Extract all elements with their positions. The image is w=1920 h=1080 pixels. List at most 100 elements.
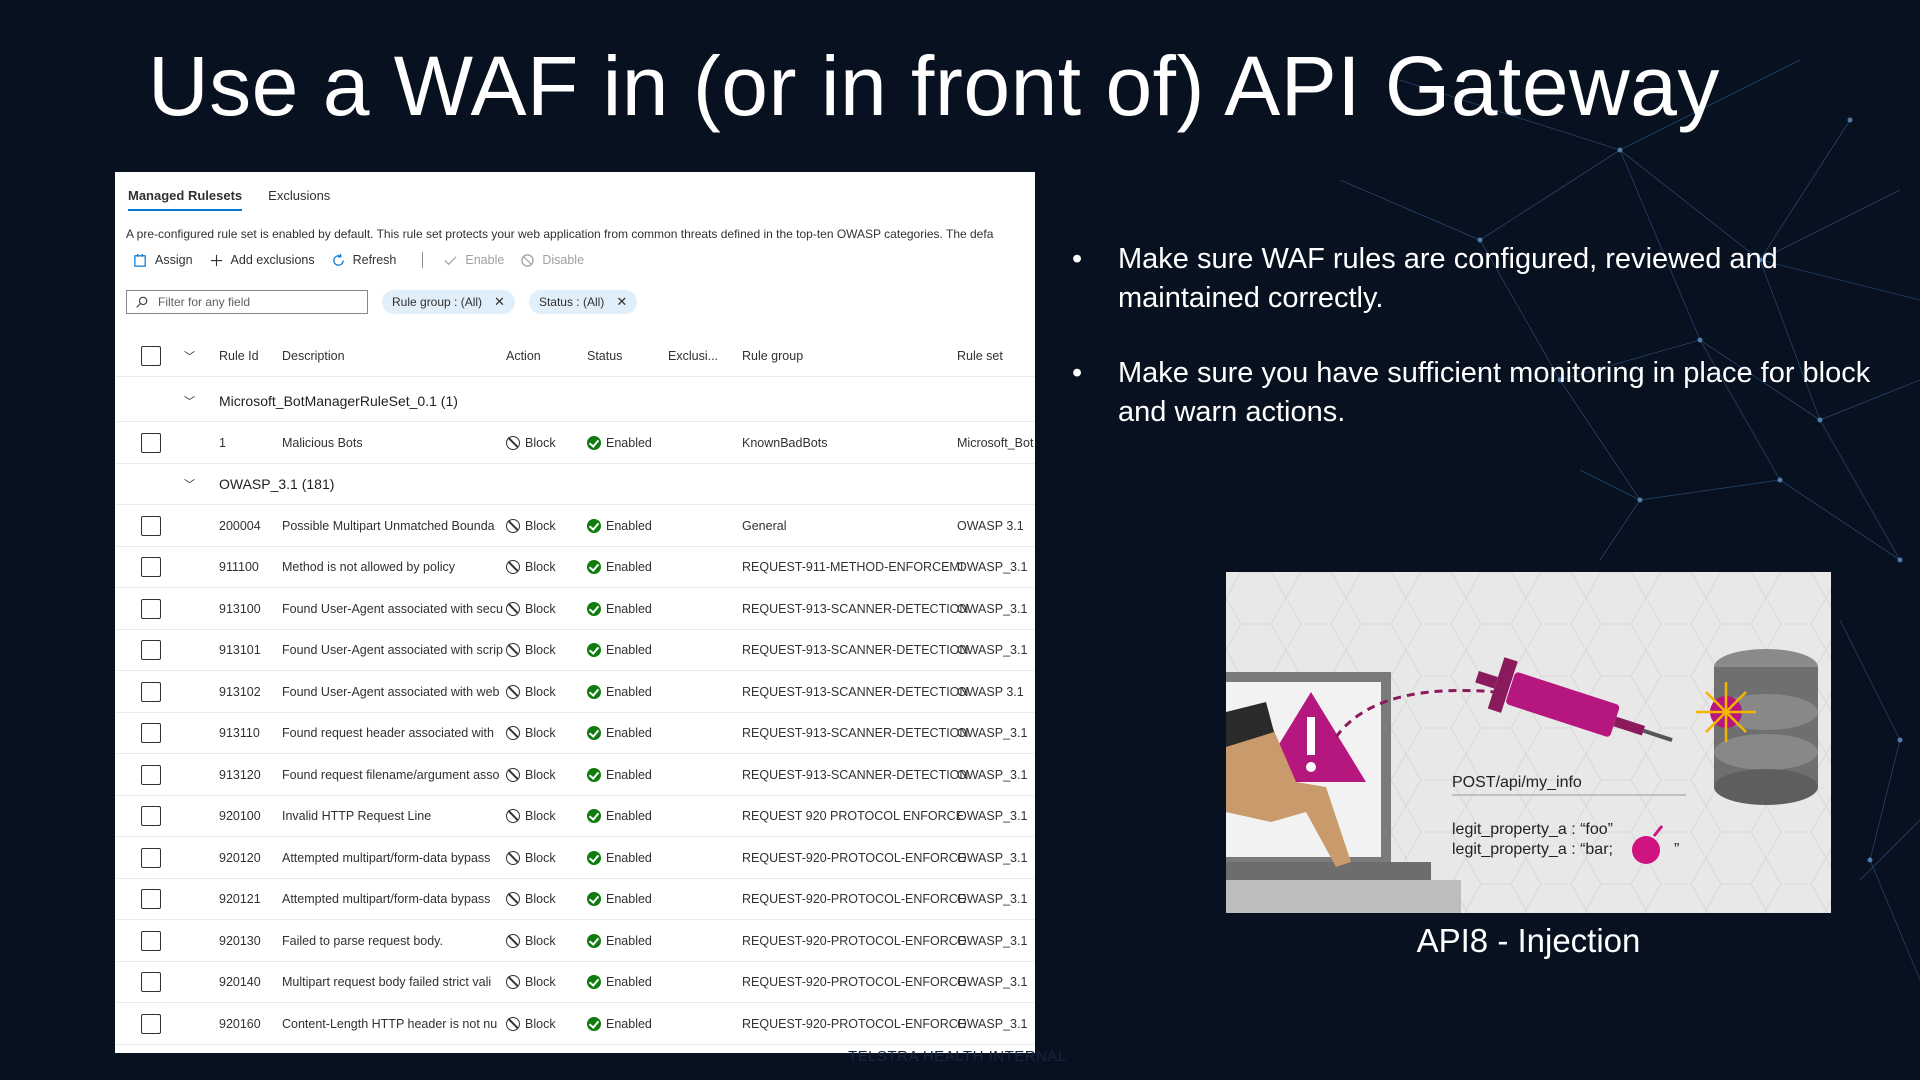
rule-status-label: Enabled: [606, 933, 652, 948]
row-checkbox[interactable]: [141, 930, 161, 951]
rule-group: REQUEST-913-SCANNER-DETECTION: [742, 643, 969, 657]
classification-footer: TELSTRA HEALTH INTERNAL: [848, 1048, 1067, 1065]
rule-action: Block: [506, 809, 578, 823]
row-checkbox[interactable]: [141, 764, 161, 785]
enabled-check-icon: [587, 809, 601, 823]
column-rule-set[interactable]: Rule set: [957, 349, 1003, 363]
row-checkbox[interactable]: [141, 972, 161, 992]
bomb-icon: [1632, 836, 1660, 864]
block-icon: [506, 892, 520, 906]
block-icon: [506, 643, 520, 657]
close-icon[interactable]: ✕: [616, 294, 628, 309]
group-row[interactable]: ﹀Microsoft_BotManagerRuleSet_0.1 (1): [115, 381, 1035, 422]
rule-id: 920130: [219, 933, 261, 948]
tab-managed-rulesets[interactable]: Managed Rulesets: [128, 184, 243, 211]
rule-action: Block: [506, 892, 578, 906]
rule-group: REQUEST-913-SCANNER-DETECTION: [742, 684, 969, 699]
add-exclusions-button[interactable]: Add exclusions: [209, 253, 315, 268]
row-checkbox[interactable]: [141, 640, 161, 660]
rule-action: Block: [506, 518, 578, 533]
row-checkbox[interactable]: [141, 557, 161, 577]
rule-status: Enabled: [587, 975, 667, 989]
rule-action-label: Block: [525, 601, 556, 616]
row-checkbox[interactable]: [141, 681, 161, 702]
row-checkbox[interactable]: [141, 1013, 161, 1034]
enabled-check-icon: [587, 643, 601, 657]
enabled-check-icon: [587, 601, 601, 616]
enable-label: Enable: [465, 253, 505, 267]
filter-input[interactable]: Filter for any field: [126, 290, 368, 314]
rule-group-filter-pill[interactable]: Rule group : (All) ✕: [382, 290, 515, 314]
tab-exclusions[interactable]: Exclusions: [268, 188, 331, 203]
select-all-checkbox[interactable]: [141, 346, 161, 366]
row-checkbox[interactable]: [141, 432, 161, 453]
rule-status: Enabled: [587, 601, 667, 616]
rule-status: Enabled: [587, 809, 667, 823]
column-rule-group[interactable]: Rule group: [742, 349, 804, 363]
rule-action-label: Block: [525, 809, 556, 823]
row-checkbox[interactable]: [141, 889, 161, 909]
status-filter-label: Status : (All): [538, 295, 605, 309]
block-icon: [506, 975, 520, 989]
row-checkbox[interactable]: [141, 847, 161, 868]
bullet-list: Make sure WAF rules are configured, revi…: [1070, 240, 1910, 468]
illustration-caption: API8 - Injection: [1416, 922, 1641, 959]
rule-action-label: Block: [525, 518, 556, 533]
rule-status: Enabled: [587, 643, 667, 657]
column-rule-id[interactable]: Rule Id: [219, 349, 259, 363]
rule-action-label: Block: [525, 435, 556, 450]
column-exclusions[interactable]: Exclusi...: [668, 349, 719, 363]
row-checkbox[interactable]: [141, 598, 161, 619]
rule-action: Block: [506, 850, 578, 865]
filter-row: Filter for any field Rule group : (All) …: [126, 290, 638, 314]
row-checkbox[interactable]: [141, 723, 161, 743]
group-row[interactable]: ﹀OWASP_3.1 (181): [115, 464, 1035, 505]
ruleset-description: A pre-configured rule set is enabled by …: [126, 227, 994, 241]
enabled-check-icon: [587, 560, 601, 574]
refresh-button[interactable]: Refresh: [331, 253, 396, 268]
status-filter-pill[interactable]: Status : (All) ✕: [528, 290, 638, 314]
bullet-item: Make sure WAF rules are configured, revi…: [1070, 240, 1910, 318]
enabled-check-icon: [587, 726, 601, 740]
enabled-check-icon: [587, 1016, 601, 1031]
enable-button[interactable]: Enable: [443, 253, 504, 268]
column-action[interactable]: Action: [506, 349, 541, 363]
rule-group: REQUEST 920 PROTOCOL ENFORCE: [742, 809, 965, 823]
rule-action: Block: [506, 726, 578, 740]
rule-status: Enabled: [587, 726, 667, 740]
row-checkbox[interactable]: [141, 515, 161, 536]
assign-button[interactable]: Assign: [133, 253, 193, 268]
rule-action-label: Block: [525, 726, 556, 740]
chevron-down-icon[interactable]: ﹀: [184, 396, 195, 408]
rule-status-label: Enabled: [606, 601, 652, 616]
rule-action: Block: [506, 1016, 578, 1031]
chevron-down-icon[interactable]: ﹀: [184, 479, 195, 491]
chevron-down-icon[interactable]: ﹀: [184, 351, 195, 363]
rule-status: Enabled: [587, 560, 667, 574]
row-checkbox[interactable]: [141, 806, 161, 826]
close-icon[interactable]: ✕: [494, 294, 505, 309]
rule-status: Enabled: [587, 1016, 667, 1031]
block-icon: [506, 684, 520, 699]
rule-action: Block: [506, 560, 578, 574]
bullet-item: Make sure you have sufficient monitoring…: [1070, 354, 1910, 432]
disable-button[interactable]: Disable: [520, 253, 584, 268]
column-description[interactable]: Description: [282, 349, 345, 363]
block-icon: [506, 850, 520, 865]
rule-status-label: Enabled: [606, 809, 652, 823]
column-status[interactable]: Status: [587, 349, 623, 363]
